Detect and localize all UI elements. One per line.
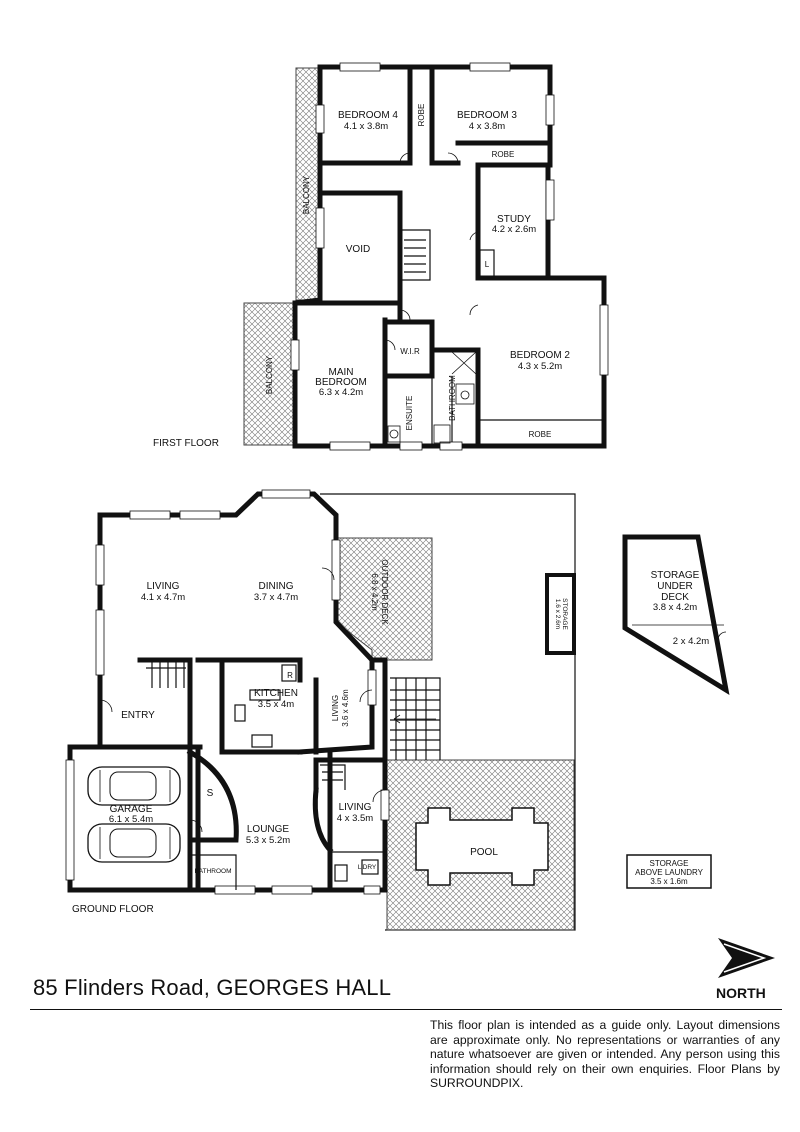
storage-under-deck-size2: 2 x 4.2m [673, 636, 710, 647]
storage-small-label: STORAGE [561, 598, 568, 630]
car-top [87, 766, 181, 806]
divider-line [30, 1009, 782, 1010]
bedroom2-label: BEDROOM 2 [510, 350, 570, 361]
bathroom-small-label: BATHROOM [194, 868, 231, 875]
storage-small-size: 1.6 x 2.6m [554, 599, 561, 629]
north-arrow-icon [718, 938, 775, 978]
storage-small [545, 573, 576, 655]
balcony-upper-label: BALCONY [302, 175, 311, 214]
bathroom-label: BATHROOM [448, 375, 457, 421]
entry-label: ENTRY [121, 710, 155, 721]
living-main-size: 4.1 x 4.7m [141, 592, 185, 603]
storage-laundry-label1: STORAGE [650, 859, 689, 868]
storage-under-deck-label1: STORAGE [651, 570, 700, 581]
car-bottom [87, 823, 181, 863]
outdoor-deck-label: OUTDOOR DECK [380, 559, 389, 625]
balcony-lower-label: BALCONY [265, 355, 274, 394]
study-label: STUDY [497, 214, 531, 225]
balcony-lower [243, 302, 296, 446]
living-main-label: LIVING [147, 581, 180, 592]
garage-label: GARAGE [110, 804, 153, 815]
wir-label: W.I.R [400, 347, 420, 356]
store-s-label: S [207, 788, 214, 799]
laundry-label: L'DRY [358, 864, 377, 871]
living-side-size: 3.6 x 4.6m [341, 689, 350, 727]
bedroom3-label: BEDROOM 3 [457, 110, 517, 121]
bedroom2-size: 4.3 x 5.2m [518, 361, 562, 372]
storage-laundry-label2: ABOVE LAUNDRY [635, 868, 704, 877]
fridge-label: R [287, 671, 293, 680]
living-side-label: LIVING [331, 695, 340, 721]
ground-floor-plan [65, 489, 730, 931]
ensuite-label: ENSUITE [405, 396, 414, 431]
property-address: 85 Flinders Road, GEORGES HALL [33, 975, 392, 1000]
lounge-label: LOUNGE [247, 824, 290, 835]
void-label: VOID [346, 244, 370, 255]
dining-label: DINING [259, 581, 294, 592]
first-floor-plan [243, 62, 609, 451]
storage-above-laundry-box [626, 854, 712, 889]
bedroom4-label: BEDROOM 4 [338, 110, 398, 121]
ground-floor-label: GROUND FLOOR [72, 904, 154, 915]
linen-label: L [485, 260, 490, 269]
storage-under-deck-label3: DECK [661, 592, 689, 603]
living-lower-size: 4 x 3.5m [337, 813, 374, 824]
storage-under-deck-size: 3.8 x 4.2m [653, 602, 697, 613]
dining-size: 3.7 x 4.7m [254, 592, 298, 603]
floor-plan: FIRST FLOOR BEDROOM 4 4.1 x 3.8m ROBE BE… [65, 62, 775, 978]
disclaimer-text: This floor plan is intended as a guide o… [430, 1018, 780, 1090]
pool-label: POOL [470, 847, 498, 858]
main-bedroom-label1: MAIN [329, 367, 354, 378]
kitchen-size: 3.5 x 4m [258, 699, 295, 710]
robe-b2-label: ROBE [529, 430, 552, 439]
main-bedroom-size: 6.3 x 4.2m [319, 387, 363, 398]
north-label: NORTH [716, 985, 766, 1001]
outdoor-deck-size: 6.8 x 4.2m [370, 573, 379, 611]
storage-under-deck-label2: UNDER [657, 581, 693, 592]
garage-size: 6.1 x 5.4m [109, 814, 153, 825]
robe-b3-label: ROBE [492, 150, 515, 159]
robe-b4-label: ROBE [417, 104, 426, 127]
study-size: 4.2 x 2.6m [492, 224, 536, 235]
main-bedroom-label2: BEDROOM [315, 377, 367, 388]
living-lower-label: LIVING [339, 802, 372, 813]
kitchen-label: KITCHEN [254, 688, 298, 699]
lounge-size: 5.3 x 5.2m [246, 835, 290, 846]
bedroom4-size: 4.1 x 3.8m [344, 121, 388, 132]
pool [415, 807, 549, 886]
first-floor-label: FIRST FLOOR [153, 438, 219, 449]
storage-laundry-size: 3.5 x 1.6m [650, 877, 688, 886]
bedroom3-size: 4 x 3.8m [469, 121, 506, 132]
